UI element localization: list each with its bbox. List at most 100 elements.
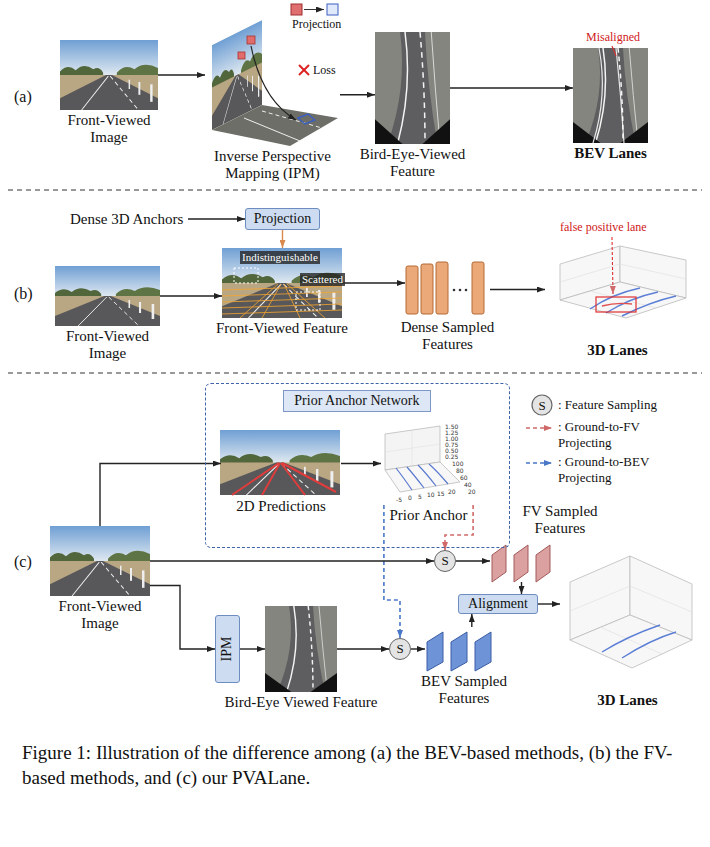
tick-label: -5 bbox=[396, 497, 402, 503]
image-panel: Front-Viewed Image bbox=[60, 40, 158, 110]
caption: Front-Viewed Image bbox=[59, 112, 159, 146]
input-label: Dense 3D Anchors bbox=[70, 208, 188, 230]
connector bbox=[490, 289, 545, 290]
3d-lane-plot bbox=[570, 556, 692, 668]
dense-feature-bars bbox=[406, 262, 484, 314]
caption: 3D Lanes bbox=[558, 342, 678, 359]
figure-caption: Figure 1: Illustration of the difference… bbox=[22, 740, 690, 790]
tick-label: 100 bbox=[452, 461, 463, 467]
node-text: IPM bbox=[220, 637, 236, 662]
node-text: S bbox=[441, 553, 448, 569]
tick-label: 60 bbox=[460, 475, 468, 481]
annotation: false positive lane bbox=[560, 220, 647, 234]
3d-lane-plot bbox=[560, 237, 686, 318]
connector bbox=[340, 94, 375, 95]
caption: Bird-Eye Viewed Feature bbox=[206, 694, 396, 711]
legend-text: : Ground-to-BEV Projecting bbox=[558, 454, 668, 486]
tick-label: 0 bbox=[408, 495, 412, 501]
tick-label: 20 bbox=[468, 489, 476, 495]
plot-panel: 3D Lanes bbox=[545, 240, 690, 340]
prior-anchor-plot bbox=[385, 426, 460, 492]
node-text: Projection bbox=[254, 211, 312, 227]
connector bbox=[384, 505, 400, 638]
image-panel: 2D Predictions bbox=[221, 431, 341, 496]
separator bbox=[8, 190, 702, 373]
legend-symbol: S bbox=[536, 398, 548, 413]
caption: FV Sampled Features bbox=[515, 503, 605, 537]
2d-prediction-illustration bbox=[220, 430, 340, 495]
caption: BEV Sampled Features bbox=[414, 673, 514, 707]
connector bbox=[160, 295, 222, 296]
tick-label: 5 bbox=[418, 494, 422, 500]
connector bbox=[100, 464, 221, 527]
caption: BEV Lanes bbox=[556, 145, 666, 162]
image-panel: Bird-Eye-Viewed Feature bbox=[375, 32, 450, 144]
tick-label: 80 bbox=[456, 468, 464, 474]
panel-label: (c) bbox=[14, 553, 32, 571]
feature-stack: Dense Sampled Features bbox=[405, 262, 490, 317]
image-panel: Bird-Eye Viewed Feature bbox=[265, 606, 337, 692]
connector bbox=[158, 74, 205, 75]
bev-feature bbox=[265, 606, 337, 692]
bev-sampled-bars bbox=[427, 632, 491, 671]
node-text: Dense 3D Anchors bbox=[70, 211, 183, 228]
bev-lanes-illustration bbox=[573, 46, 648, 143]
caption: Prior Anchor bbox=[374, 507, 484, 524]
connector bbox=[471, 614, 472, 627]
fv-sampled-bars bbox=[492, 545, 550, 582]
annotation: Scattered bbox=[300, 273, 345, 286]
feature-stack: FV Sampled Features bbox=[490, 540, 560, 582]
caption: Front-Viewed Image bbox=[53, 328, 163, 362]
connector bbox=[282, 230, 283, 248]
plot-panel: 3D Lanes bbox=[560, 550, 695, 690]
caption: Inverse Perspective Mapping (IPM) bbox=[193, 148, 353, 182]
caption: Front-Viewed Image bbox=[50, 598, 150, 632]
sampling-circle: S bbox=[434, 550, 456, 572]
process-box: Projection bbox=[245, 208, 320, 230]
caption: 3D Lanes bbox=[573, 692, 683, 709]
connector bbox=[188, 218, 245, 219]
annotation: Misaligned bbox=[586, 30, 640, 44]
annotation: Loss bbox=[313, 63, 336, 77]
panel-label: (b) bbox=[14, 285, 33, 303]
connector bbox=[342, 282, 405, 283]
connector bbox=[240, 648, 265, 649]
legend-text: : Feature Sampling bbox=[558, 397, 703, 413]
connector bbox=[341, 463, 381, 464]
connector bbox=[521, 582, 522, 594]
road-photo bbox=[55, 266, 160, 326]
annotation: Indistinguishable bbox=[240, 251, 320, 264]
connector bbox=[337, 648, 389, 649]
tick-label: 0.25 bbox=[445, 454, 458, 460]
caption: Front-Viewed Feature bbox=[197, 320, 367, 337]
sampling-circle: S bbox=[389, 638, 411, 660]
annotation: Projection bbox=[292, 17, 341, 31]
connector bbox=[450, 87, 573, 88]
connector bbox=[150, 560, 434, 561]
image-panel: Inverse Perspective Mapping (IPM) bbox=[205, 18, 340, 146]
legend-samples bbox=[526, 395, 552, 463]
caption: Bird-Eye-Viewed Feature bbox=[353, 146, 473, 180]
process-box: Alignment bbox=[458, 594, 538, 614]
bev-feature bbox=[375, 32, 450, 144]
node-text: Alignment bbox=[468, 596, 528, 612]
node-text: S bbox=[396, 641, 403, 657]
caption: 2D Predictions bbox=[216, 498, 346, 515]
tick-label: 15 bbox=[437, 491, 445, 497]
connector bbox=[456, 560, 490, 561]
road-photo bbox=[50, 526, 150, 596]
image-panel: Front-Viewed Image bbox=[55, 266, 160, 326]
tick-label: 40 bbox=[464, 482, 472, 488]
feature-stack: BEV Sampled Features bbox=[425, 627, 503, 671]
caption: Dense Sampled Features bbox=[393, 319, 503, 353]
legend-text: : Ground-to-FV Projecting bbox=[558, 419, 668, 451]
tick-label: 20 bbox=[448, 489, 456, 495]
tick-label: 10 bbox=[427, 492, 435, 498]
connector bbox=[411, 648, 425, 649]
image-panel: Front-Viewed Image bbox=[50, 526, 150, 596]
road-photo bbox=[60, 40, 158, 110]
process-box: IPM bbox=[215, 615, 240, 683]
network-group: Prior Anchor Network2D PredictionsPrior … bbox=[205, 383, 510, 548]
connector bbox=[538, 603, 560, 604]
